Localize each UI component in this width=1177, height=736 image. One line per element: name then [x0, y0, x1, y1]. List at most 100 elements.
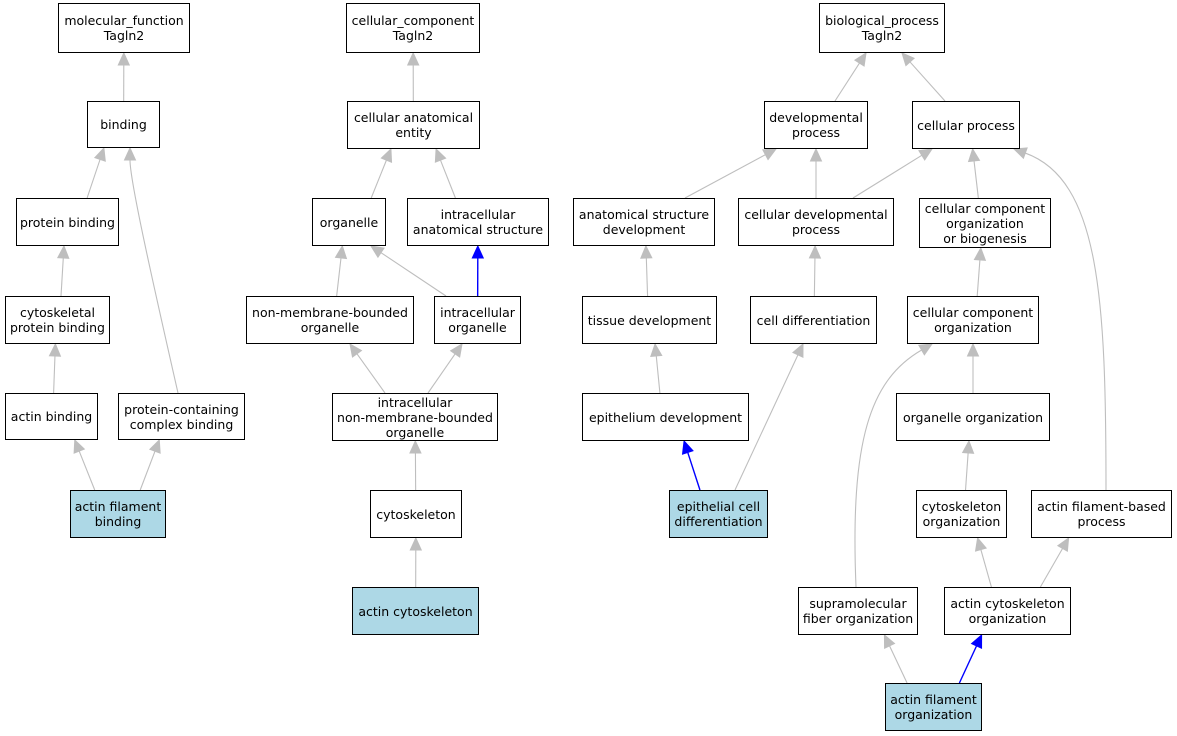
node-cellular-process: cellular process: [912, 101, 1020, 149]
edge-cellular-component-organization-or-biogenesis-to-cellular-process-arrowhead: [967, 147, 981, 163]
node-anatomical-structure-development: anatomical structure development: [573, 198, 715, 246]
node-actin-binding: actin binding: [5, 393, 98, 440]
edge-organelle-to-cellular-anatomical-entity: [370, 159, 387, 199]
node-protein-binding: protein binding: [16, 198, 119, 246]
edge-intracellular-organelle-to-intracellular-anatomical-structure-arrowhead: [471, 244, 485, 259]
node-cellular-anatomical-entity: cellular anatomical entity: [347, 101, 480, 149]
node-intracellular-anatomical-structure: intracellular anatomical structure: [407, 198, 549, 246]
node-actin-filament-binding: actin filament binding: [70, 490, 166, 538]
edge-organelle-organization-to-cellular-component-organization-arrowhead: [966, 342, 980, 357]
edge-cellular-anatomical-entity-to-cellular-component-arrowhead: [406, 51, 420, 66]
edge-cytoskeletal-protein-binding-to-protein-binding: [60, 257, 64, 297]
edge-epithelial-cell-differentiation-to-cell-differentiation: [734, 354, 799, 491]
edge-cellular-developmental-process-to-cellular-process: [852, 154, 923, 199]
edge-actin-cytoskeleton-organization-to-cytoskeleton-organization-arrowhead: [974, 536, 988, 552]
edge-actin-filament-organization-to-actin-cytoskeleton-organization-arrowhead: [970, 633, 983, 649]
edge-cellular-component-organization-to-cellular-component-organization-or-biogenesis-arrowhead: [973, 246, 987, 261]
edge-protein-containing-complex-binding-to-binding-arrowhead: [123, 146, 137, 161]
edge-cellular-developmental-process-to-cellular-process-arrowhead: [918, 148, 934, 161]
edge-binding-to-molecular-function-arrowhead: [117, 51, 131, 66]
edge-organelle-to-cellular-anatomical-entity-arrowhead: [380, 147, 393, 163]
edge-epithelial-cell-differentiation-to-epithelium-development-arrowhead: [681, 439, 694, 455]
node-cytoskeleton-organization: cytoskeleton organization: [916, 490, 1007, 538]
edge-actin-cytoskeleton-organization-to-actin-filament-based-process: [1039, 548, 1064, 588]
edge-cell-differentiation-to-cellular-developmental-process-arrowhead: [808, 244, 822, 259]
edge-actin-filament-binding-to-protein-containing-complex-binding-arrowhead: [148, 438, 161, 454]
edge-actin-filament-organization-to-actin-cytoskeleton-organization: [958, 645, 978, 684]
node-intracellular-organelle: intracellular organelle: [434, 296, 521, 344]
edge-actin-binding-to-cytoskeletal-protein-binding: [53, 355, 56, 394]
node-intracellular-non-membrane-bounded-organelle: intracellular non-membrane-bounded organ…: [332, 393, 498, 441]
edge-supramolecular-fiber-organization-to-cellular-component-organization: [854, 349, 922, 588]
node-epithelium-development: epithelium development: [582, 393, 749, 441]
edge-intracellular-non-membrane-bounded-organelle-to-intracellular-organelle-arrowhead: [449, 343, 463, 358]
edge-cytoskeleton-organization-to-organelle-organization-arrowhead: [961, 439, 975, 454]
edge-protein-binding-to-binding-arrowhead: [93, 146, 106, 162]
node-protein-containing-complex-binding: protein-containing complex binding: [118, 393, 245, 440]
edge-cellular-process-to-biological-process: [909, 61, 946, 102]
node-cellular-component: cellular_component Tagln2: [346, 3, 480, 53]
edge-non-membrane-bounded-organelle-to-organelle: [336, 257, 342, 297]
node-cellular-developmental-process: cellular developmental process: [738, 198, 894, 246]
node-cell-differentiation: cell differentiation: [750, 296, 877, 344]
node-organelle: organelle: [312, 198, 386, 246]
edge-cellular-developmental-process-to-developmental-process-arrowhead: [809, 147, 823, 162]
edge-intracellular-anatomical-structure-to-cellular-anatomical-entity-arrowhead: [434, 147, 447, 163]
edge-protein-binding-to-binding: [86, 159, 101, 199]
edge-cellular-component-organization-or-biogenesis-to-cellular-process: [973, 160, 979, 199]
edge-intracellular-anatomical-structure-to-cellular-anatomical-entity: [439, 159, 456, 199]
edge-tissue-development-to-anatomical-structure-development: [645, 257, 649, 297]
edge-developmental-process-to-biological-process: [834, 62, 860, 102]
edge-epithelium-development-to-tissue-development: [655, 355, 661, 394]
edge-anatomical-structure-development-to-developmental-process: [684, 154, 766, 199]
edge-cellular-process-to-biological-process-arrowhead: [901, 52, 916, 67]
node-molecular-function: molecular_function Tagln2: [58, 3, 190, 53]
edge-intracellular-organelle-to-organelle-arrowhead: [370, 245, 385, 259]
node-developmental-process: developmental process: [764, 101, 868, 149]
edge-epithelium-development-to-tissue-development-arrowhead: [650, 342, 663, 358]
node-non-membrane-bounded-organelle: non-membrane-bounded organelle: [246, 296, 414, 344]
edge-actin-filament-based-process-to-cellular-process: [1025, 152, 1107, 491]
edge-protein-containing-complex-binding-to-binding: [129, 159, 179, 394]
node-binding: binding: [87, 101, 160, 148]
node-cellular-component-organization-or-biogenesis: cellular component organization or bioge…: [919, 198, 1051, 248]
edge-cytoskeleton-to-intracellular-non-membrane-bounded-organelle-arrowhead: [409, 439, 422, 454]
node-actin-cytoskeleton: actin cytoskeleton: [352, 587, 479, 635]
edge-cell-differentiation-to-cellular-developmental-process: [813, 257, 816, 297]
node-cellular-component-organization: cellular component organization: [907, 296, 1039, 344]
edge-epithelial-cell-differentiation-to-cell-differentiation-arrowhead: [792, 342, 804, 358]
node-actin-cytoskeleton-organization: actin cytoskeleton organization: [944, 587, 1071, 635]
node-organelle-organization: organelle organization: [896, 393, 1050, 441]
node-biological-process: biological_process Tagln2: [819, 3, 945, 53]
edge-cellular-component-organization-to-cellular-component-organization-or-biogenesis: [976, 259, 981, 297]
edge-actin-filament-binding-to-protein-containing-complex-binding: [139, 451, 156, 491]
node-cytoskeleton: cytoskeleton: [370, 490, 462, 538]
node-supramolecular-fiber-organization: supramolecular fiber organization: [798, 587, 918, 635]
edge-actin-binding-to-cytoskeletal-protein-binding-arrowhead: [48, 342, 62, 357]
edge-actin-filament-binding-to-actin-binding-arrowhead: [73, 438, 86, 454]
edge-developmental-process-to-biological-process-arrowhead: [853, 51, 867, 67]
edge-epithelial-cell-differentiation-to-epithelium-development: [687, 452, 701, 491]
edge-non-membrane-bounded-organelle-to-organelle-arrowhead: [334, 244, 348, 260]
edge-tissue-development-to-anatomical-structure-development-arrowhead: [640, 244, 653, 259]
edge-actin-cytoskeleton-organization-to-cytoskeleton-organization: [980, 549, 992, 588]
edge-intracellular-non-membrane-bounded-organelle-to-non-membrane-bounded-organelle-arrowhead: [349, 343, 363, 358]
edge-actin-filament-binding-to-actin-binding: [78, 450, 96, 491]
node-actin-filament-organization: actin filament organization: [885, 683, 982, 731]
edge-actin-filament-based-process-to-cellular-process-arrowhead: [1012, 147, 1028, 160]
edge-intracellular-non-membrane-bounded-organelle-to-non-membrane-bounded-organelle: [356, 353, 386, 394]
node-cytoskeletal-protein-binding: cytoskeletal protein binding: [5, 296, 110, 344]
edge-intracellular-non-membrane-bounded-organelle-to-intracellular-organelle: [427, 353, 456, 394]
edge-actin-filament-organization-to-supramolecular-fiber-organization: [889, 645, 908, 684]
edge-actin-cytoskeleton-to-cytoskeleton-arrowhead: [409, 536, 423, 551]
edge-actin-cytoskeleton-organization-to-actin-filament-based-process-arrowhead: [1056, 536, 1070, 552]
edge-supramolecular-fiber-organization-to-cellular-component-organization-arrowhead: [918, 343, 934, 356]
edge-anatomical-structure-development-to-developmental-process-arrowhead: [762, 148, 778, 161]
node-epithelial-cell-differentiation: epithelial cell differentiation: [669, 490, 768, 538]
edge-actin-filament-organization-to-supramolecular-fiber-organization-arrowhead: [883, 633, 896, 649]
edge-cytoskeletal-protein-binding-to-protein-binding-arrowhead: [56, 244, 70, 259]
node-actin-filament-based-process: actin filament-based process: [1031, 490, 1172, 538]
edge-cytoskeleton-organization-to-organelle-organization: [964, 452, 969, 491]
